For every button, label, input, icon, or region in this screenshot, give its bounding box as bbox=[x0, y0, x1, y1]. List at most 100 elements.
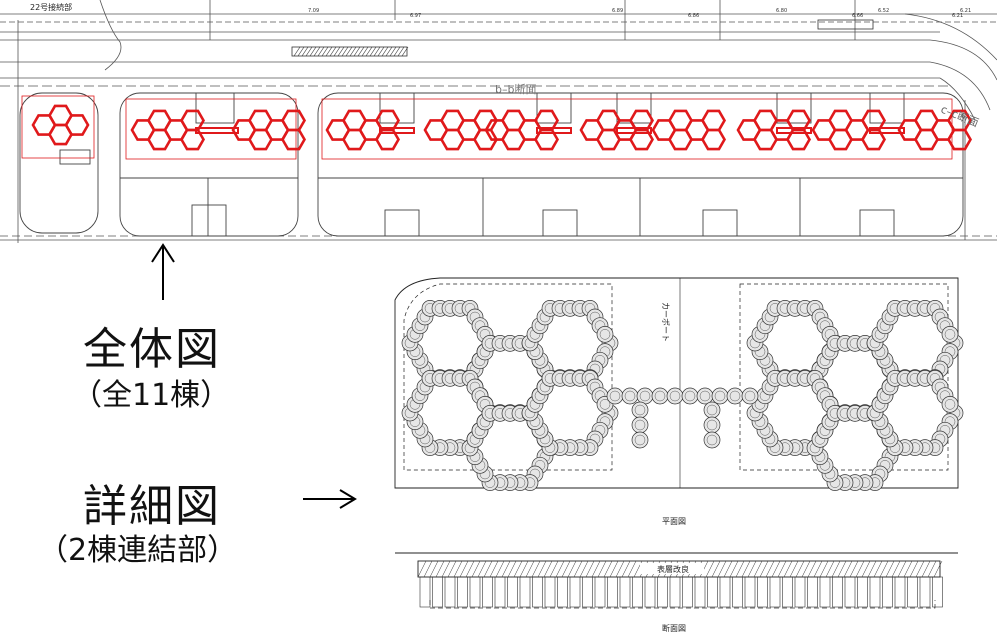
pile-hexagon bbox=[785, 128, 812, 151]
pile-ring bbox=[681, 387, 699, 405]
plan-label: 平面図 bbox=[662, 517, 686, 526]
pile bbox=[594, 576, 606, 608]
section-cc-label: c–c断面 bbox=[939, 102, 981, 130]
pile bbox=[869, 576, 881, 608]
pile bbox=[507, 576, 518, 608]
detail-section: 表層改良 断面図 bbox=[395, 552, 958, 633]
pile-ring bbox=[631, 401, 649, 419]
carport-label: カーポート bbox=[661, 302, 670, 342]
pile bbox=[632, 576, 643, 608]
pile-ring bbox=[726, 387, 744, 405]
overall-subtitle: （全11棟） bbox=[72, 378, 231, 413]
pile bbox=[782, 576, 793, 608]
elevation-label: 7.09 bbox=[308, 8, 319, 14]
up-arrow bbox=[151, 243, 175, 300]
pile bbox=[444, 576, 456, 608]
pile-connector bbox=[379, 127, 415, 134]
pile-hexagon bbox=[700, 109, 727, 132]
section-label: 断面図 bbox=[662, 623, 686, 633]
pile bbox=[532, 576, 543, 608]
pile bbox=[519, 576, 531, 608]
pile-ring bbox=[606, 387, 624, 405]
pile-connector bbox=[536, 127, 572, 134]
pile-hexagon bbox=[179, 128, 206, 151]
pile-ring bbox=[703, 431, 721, 449]
pile-ring bbox=[596, 325, 614, 343]
pile-ring bbox=[703, 401, 721, 419]
surface-hatch bbox=[417, 560, 943, 578]
pile bbox=[882, 576, 893, 608]
pile bbox=[807, 576, 818, 608]
right-arrow bbox=[303, 489, 357, 509]
pile-hexagon bbox=[374, 128, 401, 151]
pile-connector bbox=[869, 127, 905, 134]
elevation-label: 6.21 bbox=[960, 8, 971, 14]
pile-hexagon bbox=[472, 128, 499, 151]
section-bb-label: b–b断面 bbox=[495, 82, 536, 96]
pile-hexagon bbox=[946, 128, 973, 151]
pile-ring bbox=[711, 387, 729, 405]
pile-ring bbox=[941, 395, 959, 413]
pile bbox=[469, 576, 481, 608]
pile-hexagon bbox=[628, 128, 655, 151]
pile-hexagon bbox=[700, 128, 727, 151]
surface-label: 表層改良 bbox=[657, 564, 689, 574]
pile bbox=[819, 576, 831, 608]
pile-ring bbox=[696, 387, 714, 405]
elevation-label: 6.97 bbox=[410, 13, 421, 19]
pile bbox=[419, 576, 431, 608]
pile-ring bbox=[703, 416, 721, 434]
pile bbox=[707, 576, 718, 608]
pile bbox=[907, 576, 918, 608]
pile bbox=[769, 576, 781, 608]
pile-frame bbox=[321, 98, 953, 160]
road-lines bbox=[0, 0, 997, 243]
elevation-labels: 7.096.976.896.866.806.666.526.216.21 bbox=[308, 8, 971, 19]
road-label: 22号接続部 bbox=[30, 2, 72, 12]
lot-outlines bbox=[19, 92, 964, 237]
pile bbox=[644, 576, 656, 608]
elevation-label: 6.89 bbox=[612, 8, 623, 14]
pile bbox=[794, 576, 806, 608]
overall-title: 全体図 bbox=[83, 324, 221, 375]
detail-plan: カーポート 平面図 bbox=[394, 277, 964, 526]
pile bbox=[482, 576, 493, 608]
pile-hexagon bbox=[860, 128, 887, 151]
pile-connector bbox=[776, 127, 812, 134]
pile-ring bbox=[651, 387, 669, 405]
pile bbox=[844, 576, 856, 608]
pile bbox=[582, 576, 593, 608]
detail-title: 詳細図 bbox=[83, 481, 221, 532]
pile bbox=[669, 576, 681, 608]
pile-ring bbox=[636, 387, 654, 405]
pile bbox=[757, 576, 768, 608]
pile-frame bbox=[125, 98, 297, 160]
detail-left-stall bbox=[403, 283, 613, 471]
elevation-label: 6.80 bbox=[776, 8, 787, 14]
detail-subtitle: （2棟連結部） bbox=[38, 533, 238, 568]
pile bbox=[607, 576, 618, 608]
pile bbox=[719, 576, 731, 608]
pile-hexagon bbox=[280, 128, 307, 151]
elevation-label: 6.21 bbox=[952, 13, 963, 19]
pile bbox=[494, 576, 506, 608]
pile-tip-line bbox=[429, 600, 936, 609]
pile-connector bbox=[195, 127, 239, 134]
pile bbox=[457, 576, 468, 608]
pile bbox=[544, 576, 556, 608]
section-piles bbox=[419, 576, 943, 609]
pile bbox=[557, 576, 568, 608]
elevation-label: 6.86 bbox=[688, 13, 699, 19]
elevation-label: 6.52 bbox=[878, 8, 889, 14]
pile-hexagon bbox=[64, 114, 90, 136]
pile bbox=[744, 576, 756, 608]
detail-lot-outline bbox=[394, 277, 959, 489]
pile bbox=[894, 576, 906, 608]
pile-ring bbox=[666, 387, 684, 405]
pile bbox=[832, 576, 843, 608]
pile bbox=[694, 576, 706, 608]
pile bbox=[657, 576, 668, 608]
pile bbox=[732, 576, 743, 608]
pile-hexagon-groups bbox=[21, 95, 973, 160]
